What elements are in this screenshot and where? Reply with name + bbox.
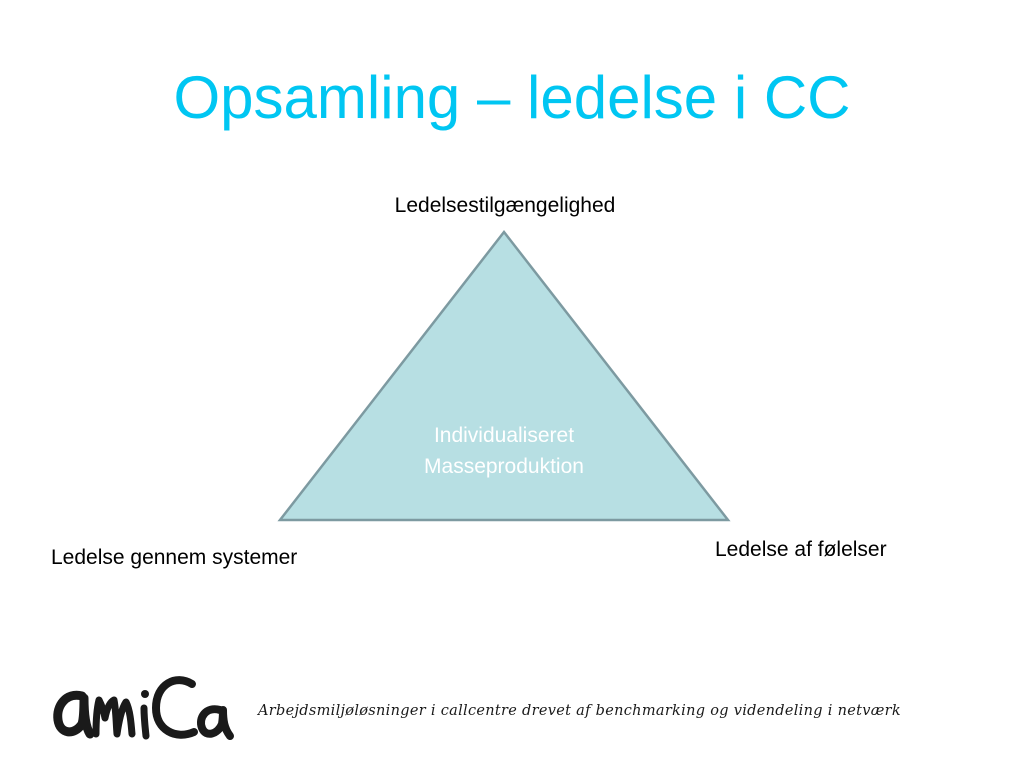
footer-tagline: Arbejdsmiljøløsninger i callcentre dreve… [258,703,901,719]
center-text-line-1: Individualiseret [433,424,575,447]
center-text-line-2: Masseproduktion [424,455,584,478]
right-vertex-label: Ledelse af følelser [715,538,887,561]
triangle-shape [277,229,731,522]
left-vertex-label: Ledelse gennem systemer [51,546,298,569]
amica-logo [53,676,234,740]
slide-title: Opsamling – ledelse i CC [173,64,851,131]
top-vertex-label: Ledelsestilgængelighed [394,194,616,217]
triangle-center-text: Individualiseret Masseproduktion [384,420,624,482]
